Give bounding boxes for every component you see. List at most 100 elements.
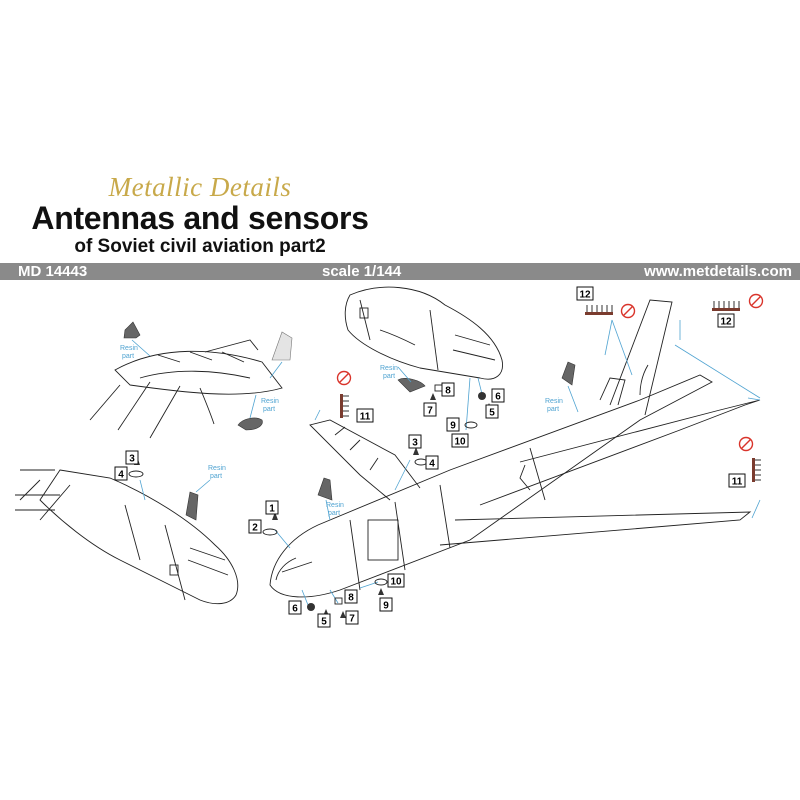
callout-12-left: 12 xyxy=(576,286,594,301)
comb-antenna-12-right xyxy=(711,300,741,312)
svg-text:8: 8 xyxy=(445,386,451,397)
svg-text:7: 7 xyxy=(349,614,355,625)
svg-text:3: 3 xyxy=(412,438,418,449)
svg-text:12: 12 xyxy=(579,290,591,301)
leader-line xyxy=(131,339,151,357)
part-label: part xyxy=(263,406,275,413)
resin-blade-antenna-mid xyxy=(317,477,333,501)
resin-label: Resin xyxy=(326,502,344,509)
no-symbol-icon xyxy=(336,370,352,386)
svg-text:11: 11 xyxy=(360,412,371,423)
comb-antenna-11-right xyxy=(751,457,762,483)
callout-9-upper: 9 xyxy=(446,417,460,432)
leader-line xyxy=(274,529,291,549)
detail-upper-nose xyxy=(344,286,503,380)
part-label: part xyxy=(210,473,222,480)
comb-antenna-12-left xyxy=(584,304,614,316)
leader-line xyxy=(325,499,331,521)
callout-4-middle: 4 xyxy=(425,455,439,470)
resin-tail-antenna xyxy=(561,361,576,386)
callout-6-upper: 6 xyxy=(491,388,505,403)
svg-text:8: 8 xyxy=(348,593,354,604)
website-link[interactable]: www.metdetails.com xyxy=(644,263,792,280)
resin-fin-antenna xyxy=(397,378,426,393)
resin-label: Resin xyxy=(261,398,279,405)
callout-9-lower: 9 xyxy=(379,597,393,612)
svg-text:6: 6 xyxy=(495,392,501,403)
part-label: part xyxy=(328,510,340,517)
callout-6-lower: 6 xyxy=(288,600,302,615)
brand-logo-text: Metallic Details xyxy=(108,172,292,202)
main-aircraft xyxy=(269,299,761,598)
resin-fairing-part xyxy=(237,417,263,431)
leader-line xyxy=(604,319,613,356)
callout-12-right: 12 xyxy=(717,313,735,328)
no-symbol-icon xyxy=(748,293,764,309)
leader-line xyxy=(674,344,761,399)
svg-text:6: 6 xyxy=(292,604,298,615)
leader-line xyxy=(249,394,257,419)
callout-4-left: 4 xyxy=(114,466,128,481)
svg-text:12: 12 xyxy=(720,317,732,328)
resin-label: Resin xyxy=(208,465,226,472)
no-symbol-icon xyxy=(620,303,636,319)
callout-10-lower: 10 xyxy=(387,573,405,588)
leader-line xyxy=(465,377,471,431)
callout-1: 1 xyxy=(265,500,279,515)
svg-text:3: 3 xyxy=(129,454,135,465)
info-band: MD 14443 scale 1/144 www.metdetails.com xyxy=(0,263,800,280)
svg-text:2: 2 xyxy=(252,523,258,534)
svg-text:7: 7 xyxy=(427,406,433,417)
svg-text:4: 4 xyxy=(118,470,124,481)
page-title: Antennas and sensors xyxy=(31,200,369,236)
callout-3-middle: 3 xyxy=(408,434,422,449)
callout-8-lower: 8 xyxy=(344,589,358,604)
callout-7-lower: 7 xyxy=(345,610,359,625)
callout-10-upper: 10 xyxy=(451,433,469,448)
page-subtitle: of Soviet civil aviation part2 xyxy=(74,236,326,257)
svg-text:10: 10 xyxy=(454,437,466,448)
resin-fin-lower-left xyxy=(185,491,199,521)
callout-5-lower: 5 xyxy=(317,613,331,628)
svg-text:10: 10 xyxy=(390,577,402,588)
svg-text:5: 5 xyxy=(489,408,495,419)
svg-text:5: 5 xyxy=(321,617,327,628)
callout-11-upper: 11 xyxy=(356,408,374,423)
leader-line xyxy=(329,589,339,604)
callout-7-upper: 7 xyxy=(423,402,437,417)
detail-lower-nose xyxy=(15,469,239,605)
callout-8-upper: 8 xyxy=(441,382,455,397)
no-symbol-icon xyxy=(738,436,754,452)
part-label: part xyxy=(547,406,559,413)
detail-wing-root xyxy=(89,339,283,439)
resin-label: Resin xyxy=(380,365,398,372)
callout-3-left: 3 xyxy=(125,450,139,465)
callout-5-upper: 5 xyxy=(485,404,499,419)
leader-line xyxy=(611,319,633,376)
part-label: part xyxy=(383,373,395,380)
svg-text:9: 9 xyxy=(383,601,389,612)
scale-label: scale 1/144 xyxy=(322,263,402,280)
small-etched-parts xyxy=(128,384,492,618)
product-code: MD 14443 xyxy=(18,263,88,280)
leader-line xyxy=(394,459,411,491)
resin-antenna-top-left xyxy=(123,321,141,339)
resin-label: Resin xyxy=(545,398,563,405)
leader-line xyxy=(751,499,761,519)
resin-label: Resin xyxy=(120,345,138,352)
callout-11-right: 11 xyxy=(728,473,746,488)
leader-line xyxy=(314,409,321,421)
leader-line xyxy=(195,479,211,493)
leader-line xyxy=(397,366,412,383)
leader-line xyxy=(269,361,283,379)
callout-2: 2 xyxy=(248,519,262,534)
resin-blade-antenna-right xyxy=(271,331,293,361)
part-label: part xyxy=(122,353,134,360)
leader-line xyxy=(139,479,146,501)
leader-line xyxy=(567,385,579,413)
leader-line xyxy=(747,397,761,401)
svg-text:1: 1 xyxy=(269,504,275,515)
svg-text:11: 11 xyxy=(732,477,743,488)
svg-text:4: 4 xyxy=(429,459,435,470)
